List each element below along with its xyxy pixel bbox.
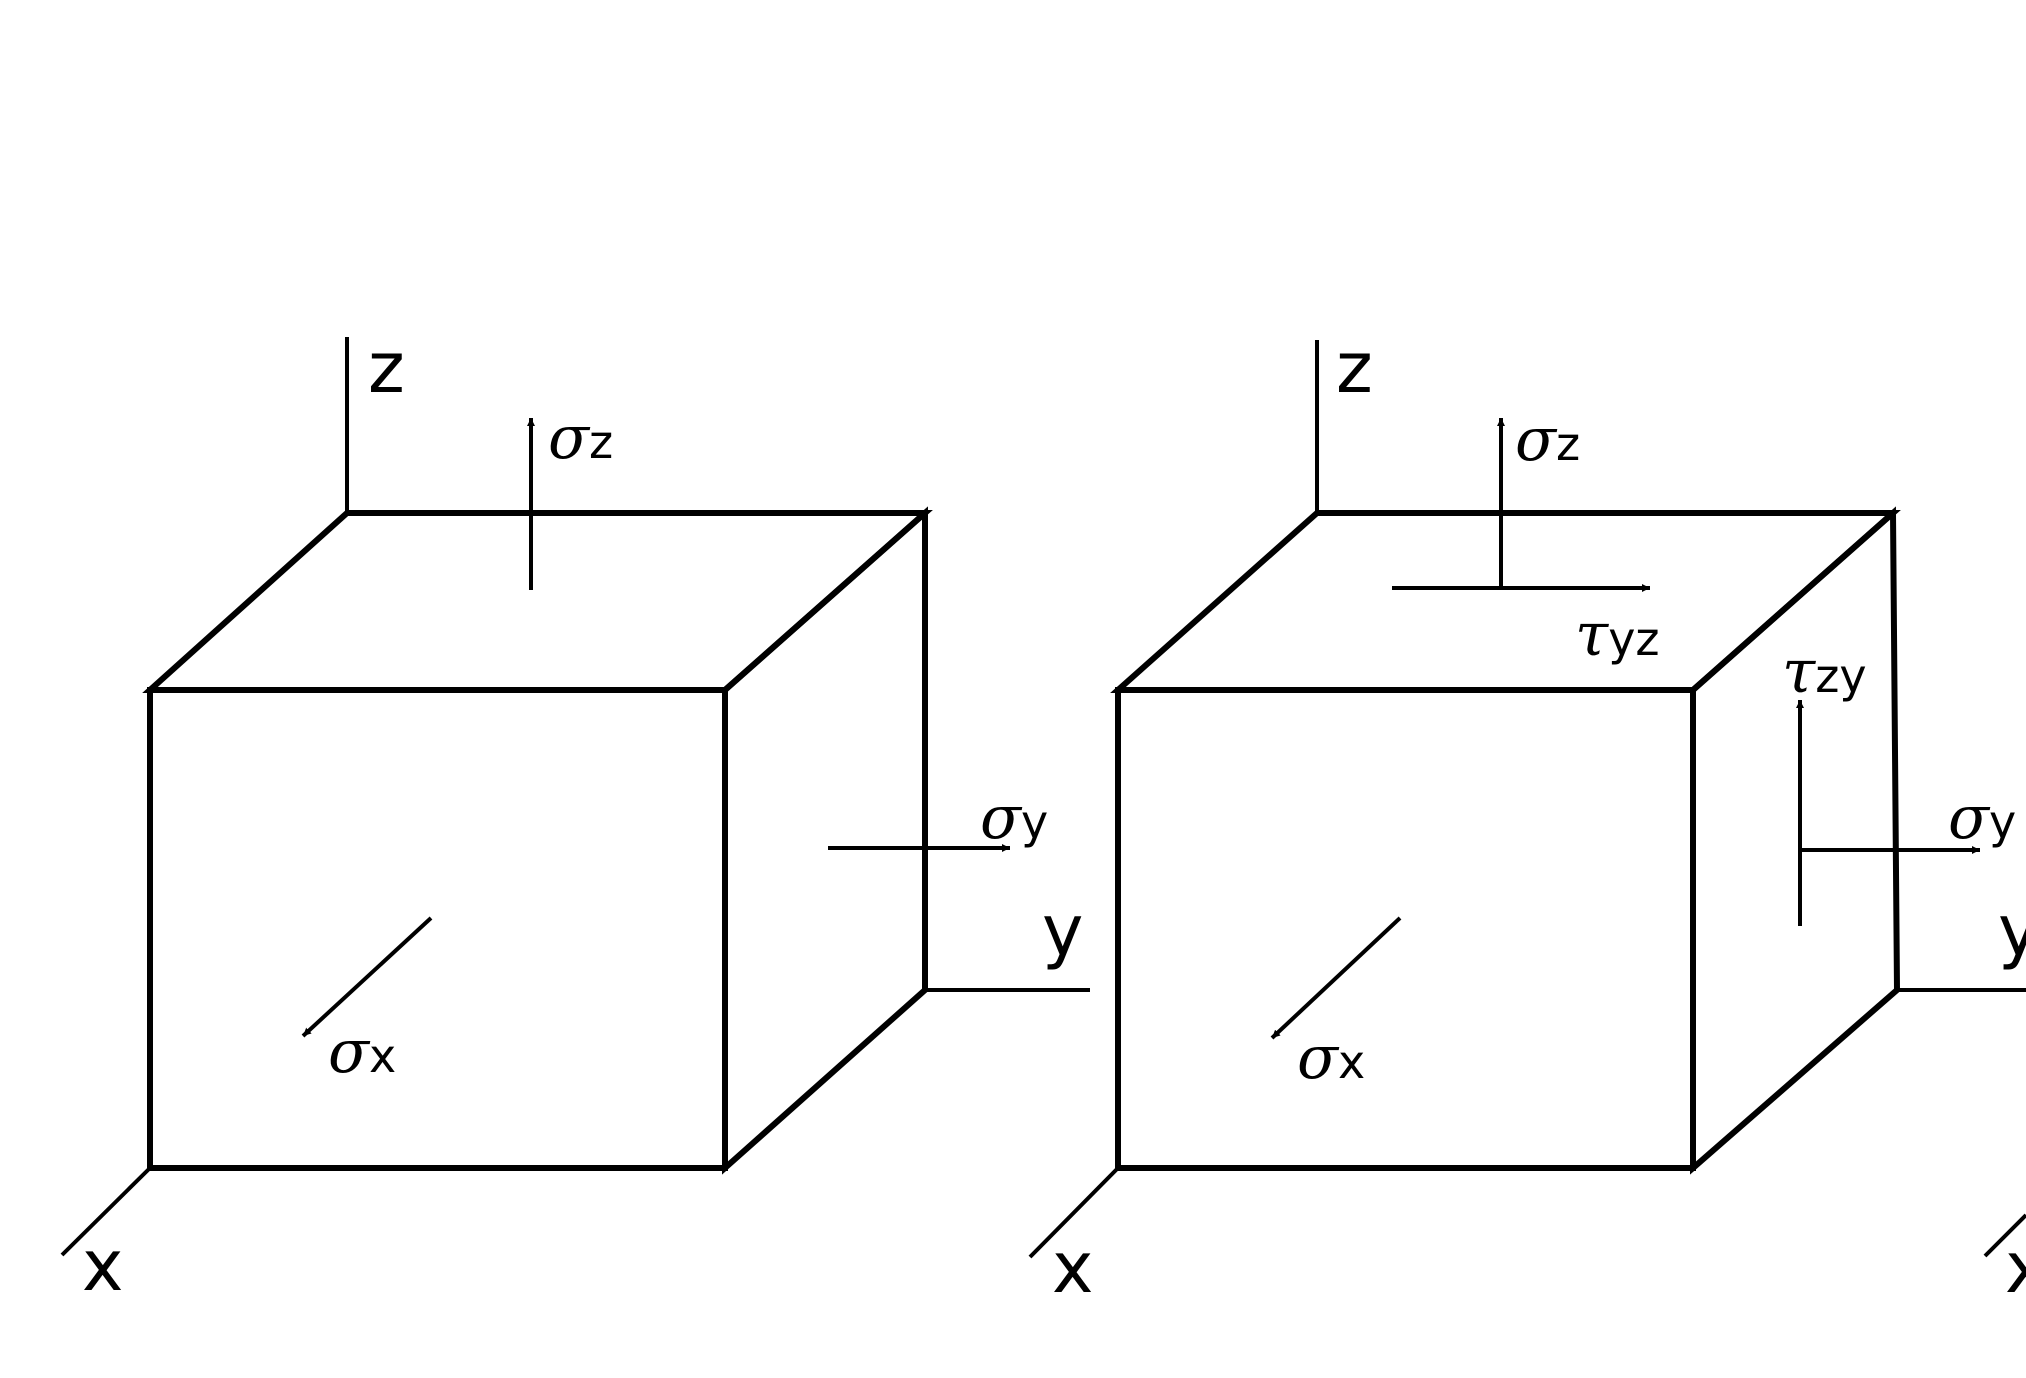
- y-axis-label: y: [1042, 890, 1083, 972]
- x-axis-label: x: [1052, 1227, 1093, 1309]
- sigma-x-arrow: [301, 916, 433, 1038]
- sigma-x-label: σx: [1297, 1023, 1365, 1093]
- cube-1: [142, 506, 933, 1175]
- sigma-x-label: σx: [328, 1017, 396, 1087]
- cube-top-face: [142, 510, 933, 693]
- x-axis-line: [1028, 1166, 1120, 1259]
- cube-2: [1110, 506, 1901, 1175]
- x-axis-label: x: [2005, 1227, 2026, 1309]
- cube-right-face: [722, 506, 928, 1175]
- x-axis-line: [1983, 1213, 2026, 1258]
- sigma-z-label: σz: [1515, 405, 1580, 475]
- y-axis-label: y: [1998, 890, 2026, 972]
- cube-front-face: [147, 687, 728, 1171]
- sigma-x-arrow: [1270, 916, 1402, 1040]
- x-axis-line: [60, 1166, 152, 1257]
- cube-right-face: [1690, 506, 1901, 1175]
- cube-front-face: [1115, 687, 1696, 1171]
- panel-3-partial: x: [1983, 1213, 2026, 1309]
- panel-1: z y x σz σy σx: [60, 327, 1090, 1307]
- sigma-y-label: σy: [1948, 783, 2016, 853]
- tau-yz-label: τyz: [1575, 600, 1660, 670]
- panel-2: z y x σz τyz τzy σy σx: [1028, 327, 2026, 1309]
- tau-zy-label: τzy: [1782, 637, 1867, 707]
- x-axis-label: x: [82, 1225, 123, 1307]
- z-axis-label: z: [368, 327, 405, 409]
- sigma-y-label: σy: [980, 783, 1048, 853]
- z-axis-label: z: [1336, 327, 1373, 409]
- cube-top-face: [1110, 510, 1901, 693]
- sigma-z-label: σz: [548, 403, 613, 473]
